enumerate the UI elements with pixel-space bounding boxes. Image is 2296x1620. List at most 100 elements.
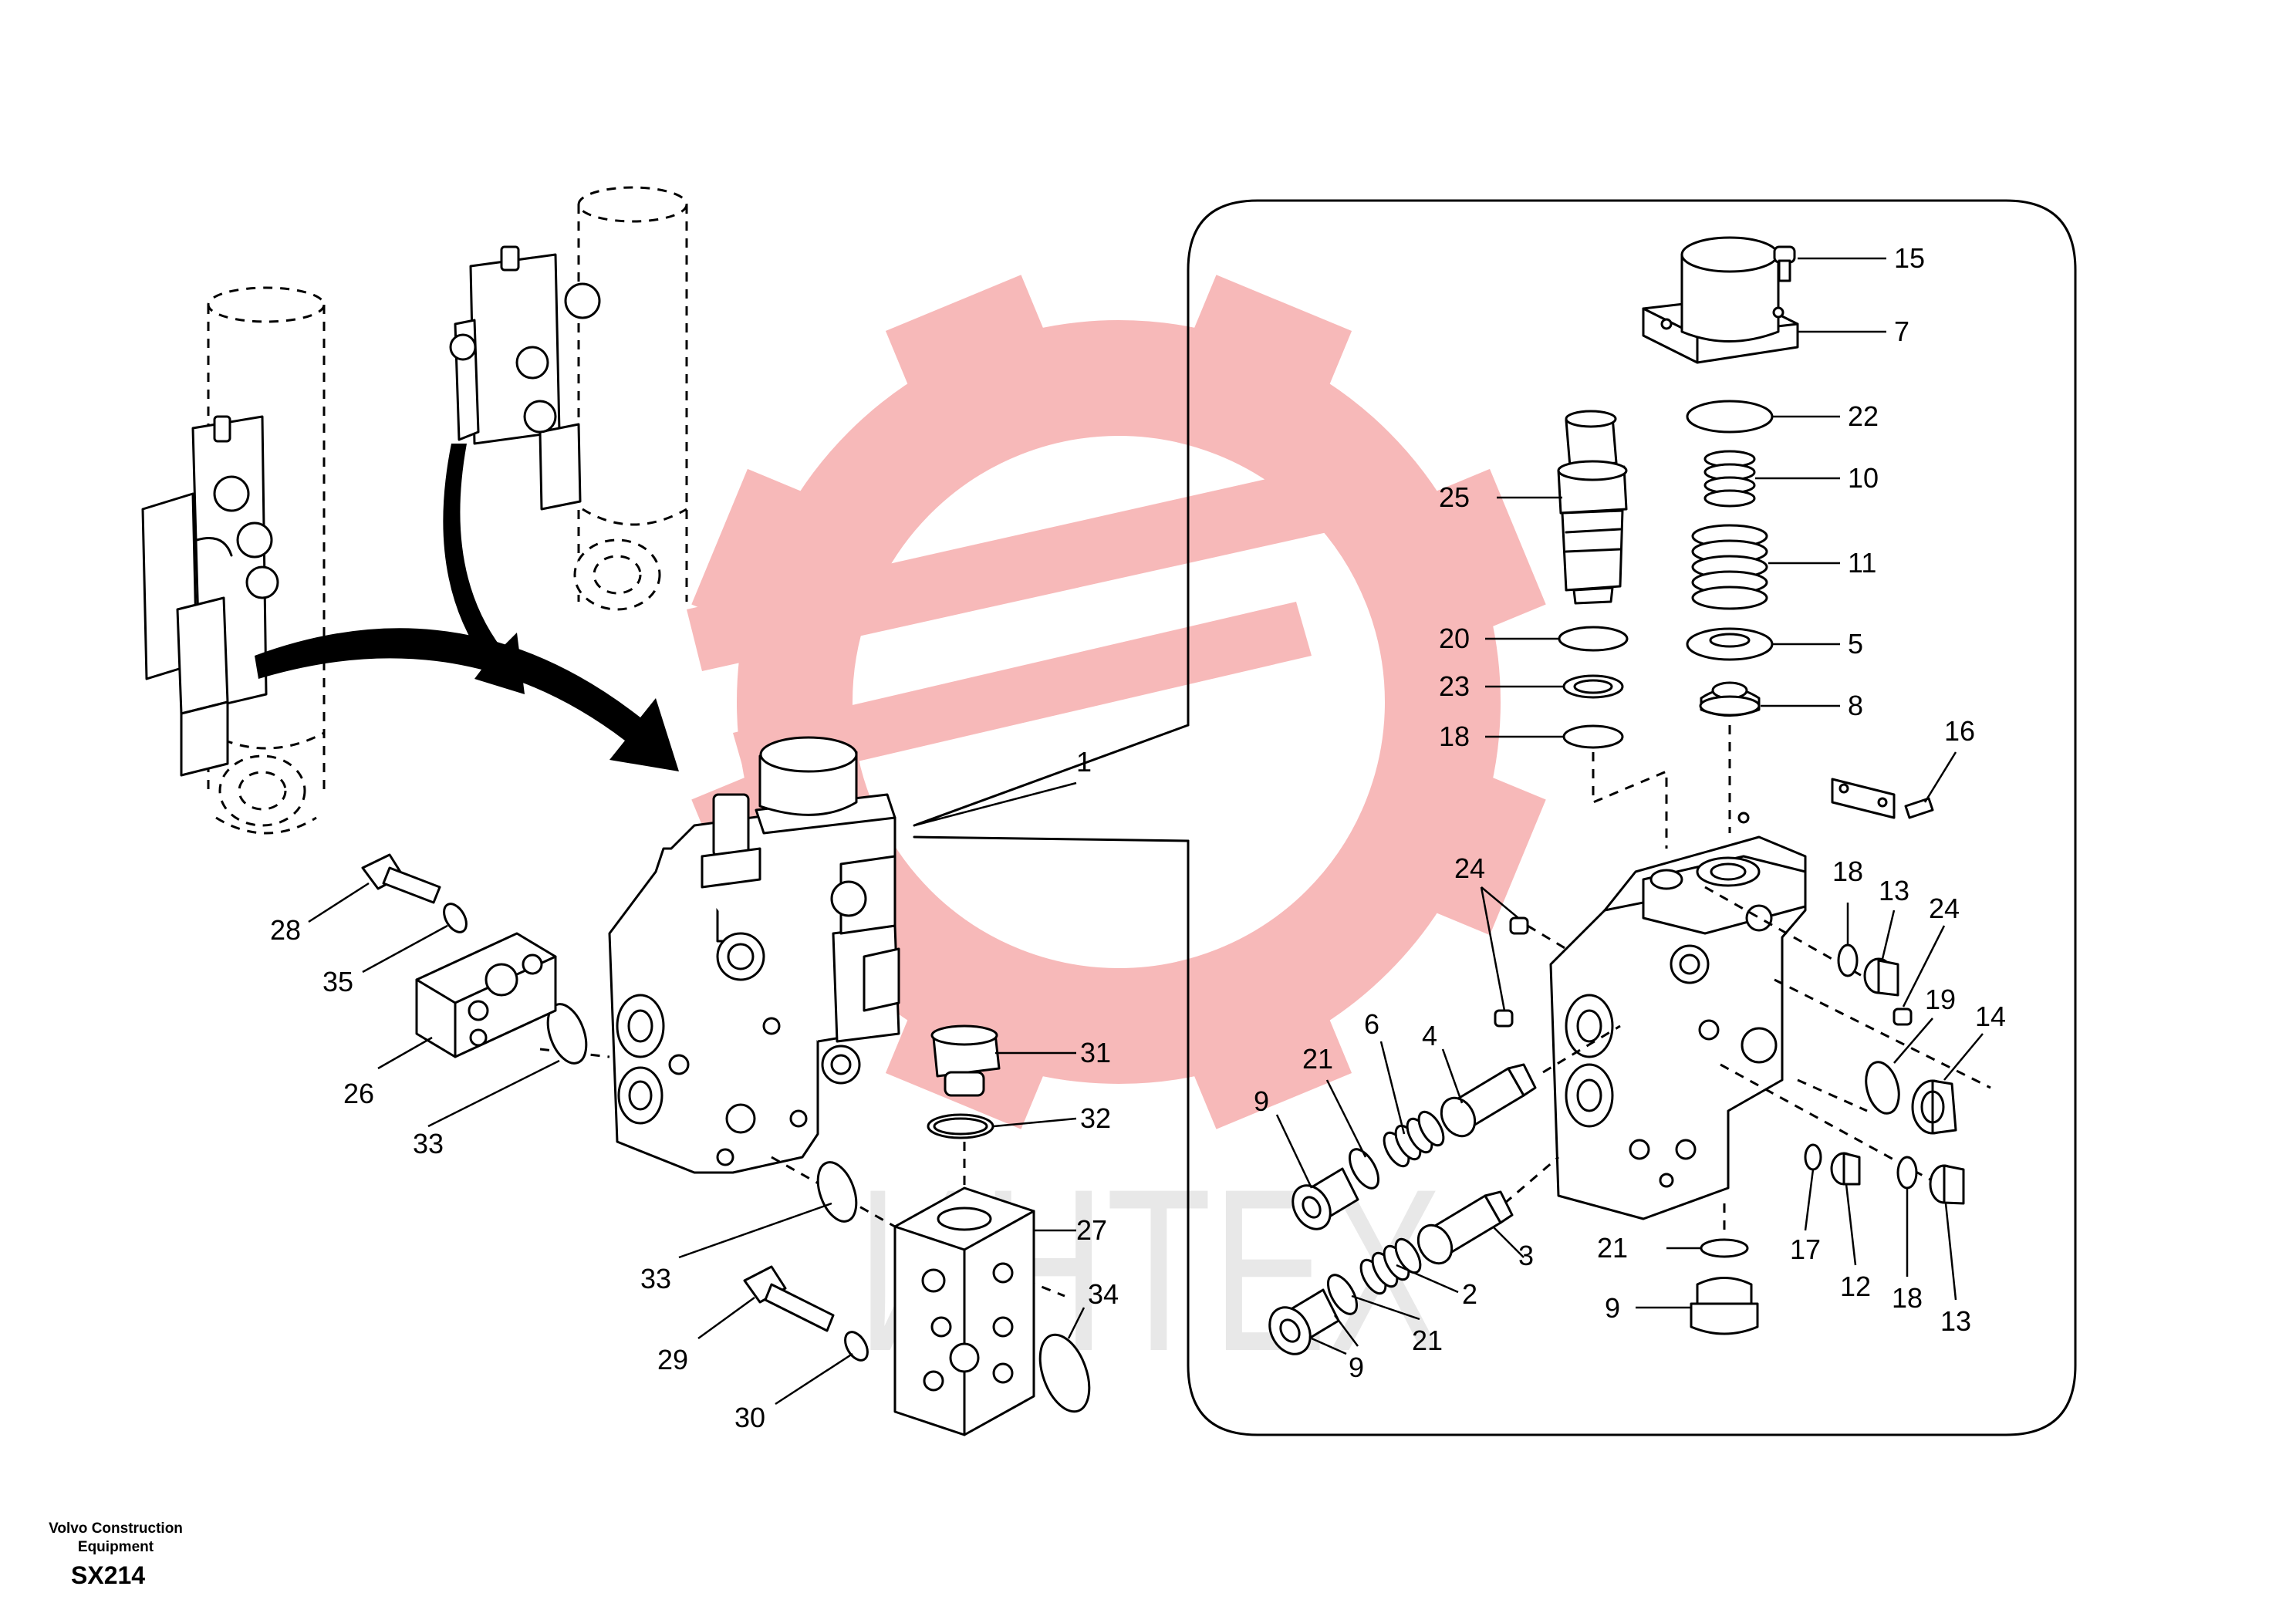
callout-9-upper: 9 [1254, 1085, 1269, 1117]
part-28-bolt [361, 853, 441, 904]
callout-18-lower: 18 [1892, 1282, 1923, 1314]
callout-18-top: 18 [1439, 721, 1470, 752]
part-5-seat [1686, 627, 1774, 661]
part-11-spring [1691, 524, 1768, 610]
callout-6: 6 [1364, 1008, 1379, 1040]
part-24-plug-right [1893, 1007, 1913, 1026]
callout-13-upper: 13 [1879, 875, 1909, 906]
leader-lines [308, 257, 1984, 1406]
callout-21-bottom: 21 [1597, 1232, 1628, 1264]
arrow-right-valve [443, 444, 525, 694]
part-31-plug [930, 1024, 1001, 1097]
callout-21-upper: 21 [1302, 1043, 1333, 1075]
part-15-screw [1773, 245, 1796, 282]
callout-19: 19 [1925, 984, 1956, 1015]
part-13-plug-lower [1929, 1164, 1965, 1205]
callout-34: 34 [1088, 1278, 1119, 1310]
callout-13-lower: 13 [1940, 1305, 1971, 1337]
part-17-oring [1804, 1143, 1822, 1171]
callout-26: 26 [343, 1078, 374, 1109]
callout-10: 10 [1848, 462, 1879, 494]
callout-24-left: 24 [1454, 852, 1485, 884]
callout-22: 22 [1848, 400, 1879, 432]
part-4-spool [1440, 1063, 1537, 1138]
callout-33-upper: 33 [413, 1128, 444, 1159]
watermark-gear-logo [687, 275, 1546, 1129]
part-14-plug [1911, 1079, 1957, 1135]
part-18-oring-side [1837, 943, 1859, 977]
callout-1-leader [913, 724, 1190, 842]
part-20-oring [1558, 626, 1629, 652]
callout-14: 14 [1975, 1001, 2006, 1032]
callout-labels: 1 2 3 4 5 6 7 8 9 9 9 10 11 12 13 13 14 … [270, 242, 2006, 1433]
part-6-spring [1383, 1110, 1445, 1168]
callout-24-right: 24 [1929, 893, 1960, 924]
callout-1: 1 [1076, 746, 1092, 778]
detail-frame [1187, 199, 2077, 1436]
part-10-spring [1703, 450, 1756, 508]
part-33-oring-lower [816, 1161, 858, 1223]
footer-company-name: Volvo Construction Equipment [49, 1520, 183, 1555]
valve-body-exploded [1549, 812, 1807, 1220]
gear-ring [737, 320, 1501, 1084]
callout-28: 28 [270, 914, 301, 946]
valve-assembly-main [608, 736, 900, 1174]
part-13-plug-upper [1863, 957, 1899, 997]
callout-20: 20 [1439, 623, 1470, 654]
callout-11: 11 [1848, 547, 1876, 579]
part-34-oring [1038, 1333, 1091, 1413]
part-29-bolt [743, 1265, 835, 1332]
part-21-oring-upper [1348, 1148, 1380, 1190]
part-19-oring [1865, 1061, 1900, 1115]
callout-8: 8 [1848, 690, 1863, 721]
footer-drawing-code: SX214 [71, 1561, 146, 1589]
callout-7: 7 [1894, 316, 1909, 347]
part-18-oring-lower [1896, 1156, 1918, 1190]
part-9-plug-bottom [1690, 1277, 1759, 1335]
callout-23: 23 [1439, 670, 1470, 702]
part-2-spring [1359, 1237, 1422, 1295]
callout-4: 4 [1422, 1020, 1437, 1051]
arrow-left-valve [255, 628, 679, 771]
part-35-washer [443, 903, 468, 933]
callout-12: 12 [1840, 1271, 1871, 1302]
callout-5: 5 [1848, 628, 1863, 660]
gear-bar [687, 471, 1327, 671]
part-24-plug-lower [1494, 1009, 1514, 1028]
valve-mounted-left-boom [141, 415, 279, 777]
callout-21-lower: 21 [1412, 1325, 1443, 1356]
part-22-oring [1686, 400, 1774, 434]
callout-30: 30 [734, 1402, 765, 1433]
callout-3: 3 [1518, 1240, 1534, 1271]
part-21-oring-lower [1326, 1274, 1359, 1315]
callout-32: 32 [1080, 1102, 1111, 1134]
part-25-relief-valve [1557, 410, 1628, 605]
part-16-plate [1831, 778, 1934, 819]
callout-25: 25 [1439, 481, 1470, 513]
part-21-oring-bottom [1700, 1238, 1749, 1258]
callout-17: 17 [1790, 1234, 1821, 1265]
part-26-flange [415, 932, 557, 1058]
callout-15: 15 [1894, 242, 1925, 274]
callout-18-side: 18 [1832, 856, 1863, 887]
callout-2: 2 [1462, 1278, 1477, 1310]
callout-33-lower: 33 [640, 1263, 671, 1294]
part-8-poppet [1699, 681, 1761, 717]
callout-27: 27 [1076, 1214, 1107, 1246]
callout-16: 16 [1944, 715, 1975, 747]
part-12-plug [1830, 1152, 1861, 1186]
part-18-oring-top [1562, 724, 1624, 749]
callout-29: 29 [657, 1344, 688, 1375]
valve-mounted-right-boom [449, 245, 601, 511]
part-30-washer [844, 1331, 869, 1362]
part-27-block [893, 1186, 1035, 1436]
gear-bar [733, 602, 1312, 787]
part-24-plug-upper [1509, 916, 1529, 935]
part-23-ring [1562, 674, 1624, 699]
callout-9-bottom: 9 [1605, 1292, 1620, 1324]
part-9-plug-upper [1292, 1167, 1359, 1230]
callout-31: 31 [1080, 1037, 1111, 1068]
callout-35: 35 [322, 966, 353, 997]
callout-9-lower: 9 [1349, 1352, 1364, 1383]
part-3-spool [1416, 1190, 1514, 1265]
